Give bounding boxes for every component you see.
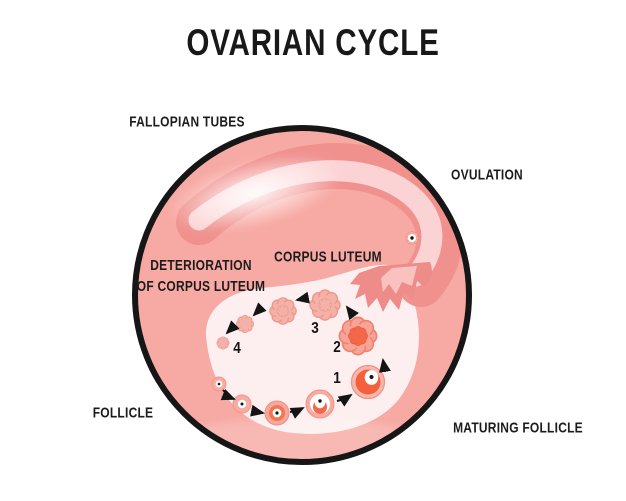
page-title: OVARIAN CYCLE [186,22,440,63]
ovulated-egg [405,231,419,245]
label-ovulation: OVULATION [451,166,523,184]
arrow-icon [250,404,265,417]
corpus-albicans-stage-4 [216,336,230,350]
corpus-albicans-a [236,315,254,333]
arrow-icon [220,388,236,401]
stage-number-4: 4 [233,340,241,357]
label-fallopian-tubes: FALLOPIAN TUBES [129,113,245,131]
follicle-stage-1-mature [350,364,386,400]
arrow-icon [295,291,310,304]
arrow-icon [289,407,305,419]
fimbriae-channel [381,266,417,294]
stage-number-1: 1 [333,370,341,387]
ovary-circle-outline [132,125,472,465]
follicle-antral [305,389,335,419]
cycle-arrows [220,291,391,419]
label-corpus-luteum: CORPUS LUTEUM [274,248,382,266]
arrow-icon [345,305,359,321]
label-deterioration: DETERIORATION OF CORPUS LUTEUM [137,255,266,297]
corpus-luteum-stage-3 [310,290,340,320]
gloss-highlight [167,153,343,233]
label-deterioration-line2: OF CORPUS LUTEUM [136,278,266,295]
arrow-icon [252,302,267,317]
label-maturing-follicle: MATURING FOLLICLE [453,419,583,437]
follicle-growing [264,400,290,426]
corpus-luteum-stage-2 [339,317,377,355]
corpus-luteum-shrinking [269,297,297,325]
stage-number-2: 2 [333,339,341,356]
arrow-icon [336,393,353,407]
label-deterioration-line1: DETERIORATION [150,257,252,274]
bottom-sheen [148,418,448,462]
follicle-small-1 [211,376,227,392]
arrow-icon [379,358,391,373]
arrow-icon [225,320,240,335]
stage-number-3: 3 [311,320,319,337]
follicle-small-2 [232,394,252,414]
label-follicle: FOLLICLE [92,404,154,422]
